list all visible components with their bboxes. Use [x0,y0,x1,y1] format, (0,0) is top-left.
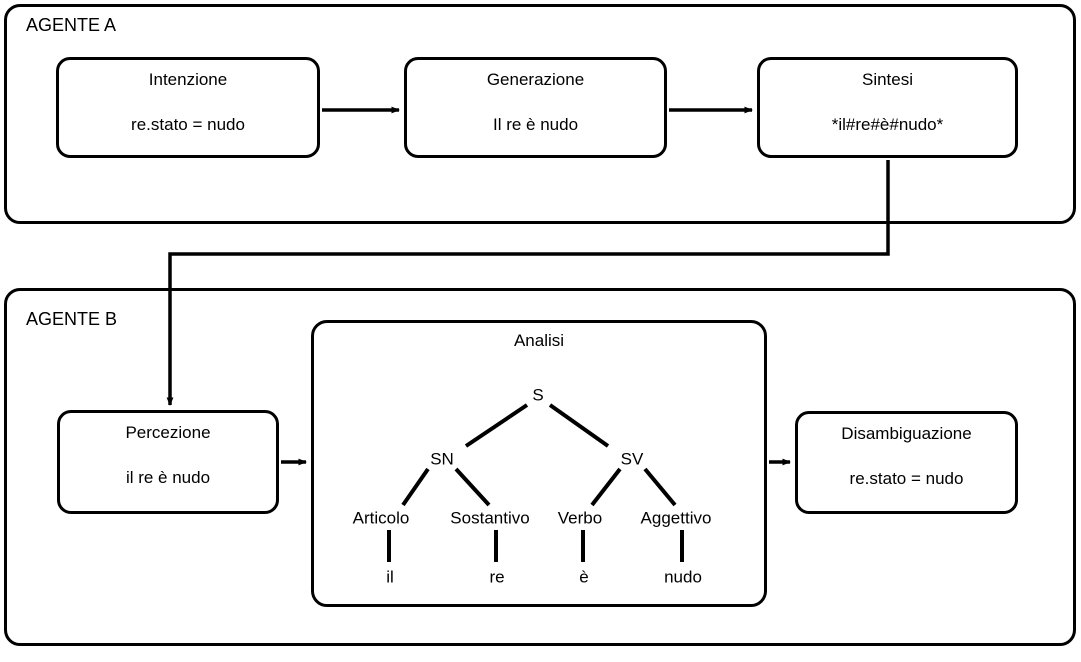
tree-word-e: è [578,567,590,587]
node-percezione-title: Percezione [125,423,211,442]
node-intenzione-title: Intenzione [148,70,228,89]
node-sintesi[interactable]: Sintesi *il#re#è#nudo* [757,57,1018,158]
tree-word-il: il [385,567,395,587]
node-generazione-title: Generazione [486,70,585,89]
node-disambiguazione-title: Disambiguazione [841,424,972,443]
tree-word-nudo: nudo [663,567,703,587]
node-disambiguazione-value: re.stato = nudo [849,469,964,488]
node-intenzione-value: re.stato = nudo [131,115,245,134]
node-percezione-value: il re è nudo [125,468,211,487]
agent-a-label: AGENTE A [26,15,117,35]
node-sintesi-title: Sintesi [861,70,914,89]
node-percezione[interactable]: Percezione il re è nudo [57,410,279,514]
node-generazione-value: Il re è nudo [492,115,579,134]
node-sintesi-value: *il#re#è#nudo* [831,115,944,134]
tree-node-s: S [531,385,545,405]
node-generazione[interactable]: Generazione Il re è nudo [404,57,667,158]
tree-node-articolo: Articolo [351,508,411,528]
tree-node-verbo: Verbo [556,508,604,528]
node-disambiguazione[interactable]: Disambiguazione re.stato = nudo [795,411,1018,514]
agent-b-label: AGENTE B [26,309,118,329]
tree-node-sostantivo: Sostantivo [449,508,531,528]
tree-node-sn: SN [429,449,455,469]
tree-node-sv: SV [619,449,645,469]
node-intenzione[interactable]: Intenzione re.stato = nudo [56,57,320,158]
node-analisi-title: Analisi [513,331,565,350]
node-analisi[interactable]: Analisi [311,320,767,607]
tree-node-aggettivo: Aggettivo [639,508,713,528]
tree-word-re: re [488,567,506,587]
